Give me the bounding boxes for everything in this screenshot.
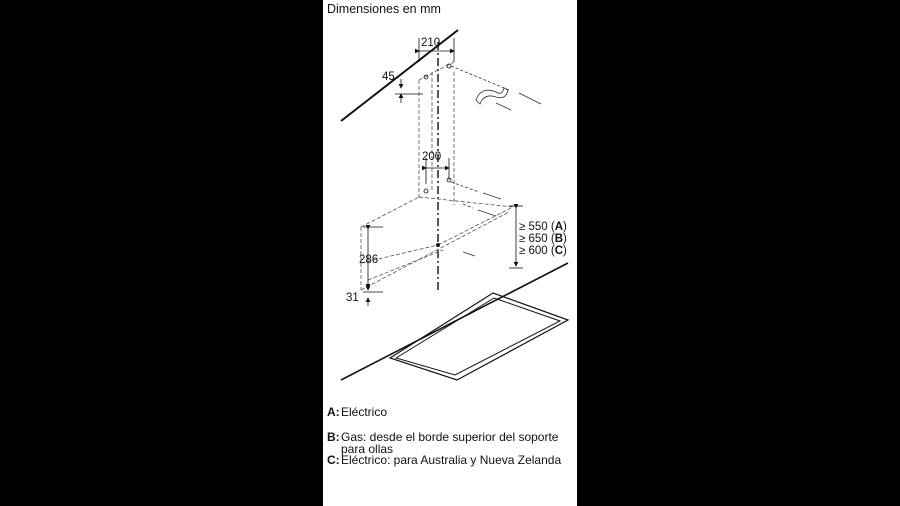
lower-hole-left [423,188,429,194]
legend-key: C: [327,453,340,467]
dimension-45-label: 45 [382,71,395,83]
hood-body [360,196,514,291]
cooktop [340,262,570,381]
installation-drawing: 210 45 200 [340,29,570,381]
dimension-286-label: 286 [359,254,378,266]
dimension-210 [415,38,455,62]
chimney-outline [418,61,455,205]
diagram-title: Dimensiones en mm [327,2,441,16]
dimension-210-label: 210 [421,37,440,49]
ceiling-line [340,29,459,122]
legend-item-b: B: Gas: desde el borde superior del sopo… [327,431,573,455]
height-label-b: ≥ 650 (B) [519,233,567,245]
legend-text: Eléctrico: para Australia y Nueva Zeland… [341,453,562,467]
legend-item-c: C: Eléctrico: para Australia y Nueva Zel… [327,454,573,466]
legend-key: B: [327,430,340,444]
legend-text: Gas: desde el borde superior del soporte… [341,430,559,456]
dimension-286 [363,225,383,289]
diagram-sheet: Dimensiones en mm 210 [323,0,577,506]
legend-item-a: A: Eléctrico [327,406,573,418]
legend-text: Eléctrico [341,405,388,419]
lower-screws [450,181,502,257]
height-label-c: ≥ 600 (C) [519,245,567,257]
dimension-31-label: 31 [346,292,359,304]
dimension-31 [363,284,383,306]
dimension-45 [395,79,423,103]
upper-hole-left [423,74,429,80]
upper-mounting-hardware [450,65,542,111]
legend-key: A: [327,405,340,419]
hood-axis-marker [436,243,440,247]
lower-hole-right [446,177,452,183]
dimension-height [509,204,523,269]
height-label-a: ≥ 550 (A) [519,221,567,233]
dimension-200-label: 200 [422,151,441,163]
dimension-200 [422,158,450,184]
